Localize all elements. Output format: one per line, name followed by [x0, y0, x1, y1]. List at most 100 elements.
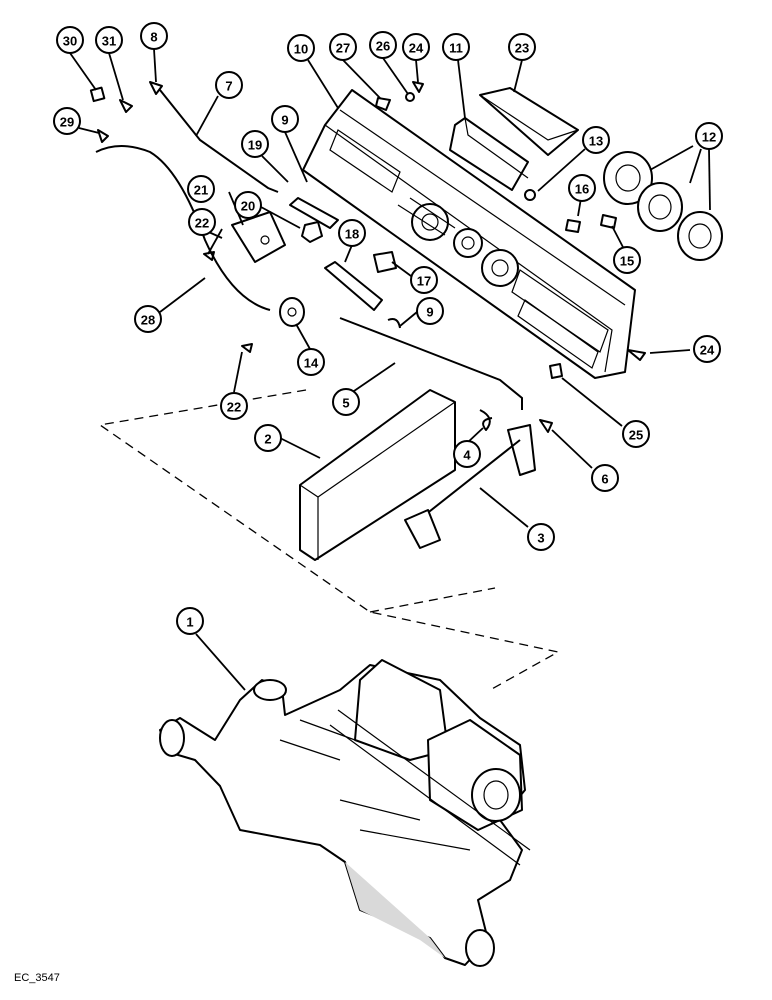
callout-c25: 25: [622, 420, 650, 448]
small-fasteners: [89, 81, 646, 433]
callout-circle: [338, 219, 366, 247]
callout-c26: 26: [369, 31, 397, 59]
callout-circle: [271, 105, 299, 133]
callout-c2: 2: [254, 424, 282, 452]
callout-number: 14: [304, 356, 319, 371]
callout-number: 23: [515, 41, 529, 56]
callout-number: 8: [150, 30, 157, 45]
callout-circle: [591, 464, 619, 492]
callout-c28: 28: [134, 305, 162, 333]
callout-circle: [442, 33, 470, 61]
callout-c5: 5: [332, 388, 360, 416]
callout-circle: [220, 392, 248, 420]
callout-circle: [410, 266, 438, 294]
callout-c11: 11: [442, 33, 470, 61]
callout-circle: [297, 348, 325, 376]
callout-number: 13: [589, 134, 603, 149]
callout-number: 10: [294, 42, 308, 57]
callout-number: 26: [376, 39, 390, 54]
callout-c21: 21: [187, 175, 215, 203]
callout-c13: 13: [582, 126, 610, 154]
part-12-vent-bezels: [603, 151, 723, 261]
callout-number: 18: [345, 227, 359, 242]
callout-c10: 10: [287, 34, 315, 62]
callout-c20: 20: [234, 191, 262, 219]
part-10-dash-panel: [302, 89, 636, 379]
callout-c27: 27: [329, 33, 357, 61]
callout-number: 28: [141, 313, 155, 328]
callout-circle: [329, 33, 357, 61]
callout-number: 11: [449, 41, 463, 56]
callout-circle: [332, 388, 360, 416]
part-17-switch: [373, 251, 397, 273]
callout-number: 25: [629, 428, 643, 443]
part-2-filter: [299, 389, 456, 561]
callout-number: 27: [336, 41, 350, 56]
callout-c3: 3: [527, 523, 555, 551]
callout-c23: 23: [508, 33, 536, 61]
callout-circle: [568, 174, 596, 202]
callout-c17: 17: [410, 266, 438, 294]
callout-circle: [453, 440, 481, 468]
part-18-slide: [324, 261, 383, 311]
callout-circle: [582, 126, 610, 154]
callout-circle: [527, 523, 555, 551]
callout-number: 7: [225, 79, 232, 94]
callout-c19: 19: [241, 130, 269, 158]
callout-number: 12: [702, 130, 716, 145]
callout-c16: 16: [568, 174, 596, 202]
part-23-cover: [479, 87, 579, 156]
part-14-knob: [279, 297, 305, 327]
callout-number: 17: [417, 274, 431, 289]
callout-c24b: 24: [693, 335, 721, 363]
part-3-bracket: [404, 424, 536, 549]
callout-number: 19: [248, 138, 262, 153]
callout-number: 9: [281, 113, 288, 128]
callout-circle: [241, 130, 269, 158]
callout-c30: 30: [56, 26, 84, 54]
callout-c7: 7: [215, 71, 243, 99]
callout-circle: [215, 71, 243, 99]
callout-c22a: 22: [188, 208, 216, 236]
callout-c1: 1: [176, 607, 204, 635]
callout-number: 1: [186, 615, 193, 630]
callout-circle: [56, 26, 84, 54]
callout-circle: [622, 420, 650, 448]
callout-c22b: 22: [220, 392, 248, 420]
callout-c8: 8: [140, 22, 168, 50]
callout-circle: [188, 208, 216, 236]
callout-number: 9: [426, 305, 433, 320]
cables-and-rods: [95, 89, 523, 410]
callout-c9a: 9: [271, 105, 299, 133]
callout-circle: [95, 26, 123, 54]
callout-number: 31: [102, 34, 116, 49]
callout-number: 24: [700, 343, 715, 358]
callout-circle: [369, 31, 397, 59]
callout-number: 6: [601, 472, 608, 487]
callout-c14: 14: [297, 348, 325, 376]
part-11-bracket: [449, 117, 529, 191]
callout-number: 2: [264, 432, 271, 447]
callout-circle: [695, 122, 723, 150]
callout-circle: [176, 607, 204, 635]
figure-reference-code: EC_3547: [14, 972, 60, 984]
callout-c31: 31: [95, 26, 123, 54]
callout-number: 4: [463, 448, 471, 463]
callout-circle: [53, 107, 81, 135]
callout-circle: [134, 305, 162, 333]
callout-number: 16: [575, 182, 589, 197]
callout-circle: [187, 175, 215, 203]
callout-c15: 15: [613, 246, 641, 274]
callout-c9b: 9: [416, 297, 444, 325]
callout-c24a: 24: [402, 33, 430, 61]
callout-circle: [254, 424, 282, 452]
leader-lines: [69, 48, 711, 691]
callout-circle: [140, 22, 168, 50]
callout-number: 22: [195, 216, 209, 231]
part-19-slide: [289, 197, 339, 229]
callout-number: 5: [342, 396, 349, 411]
callout-number: 3: [537, 531, 544, 546]
assembly-guide-lines: [98, 389, 560, 691]
